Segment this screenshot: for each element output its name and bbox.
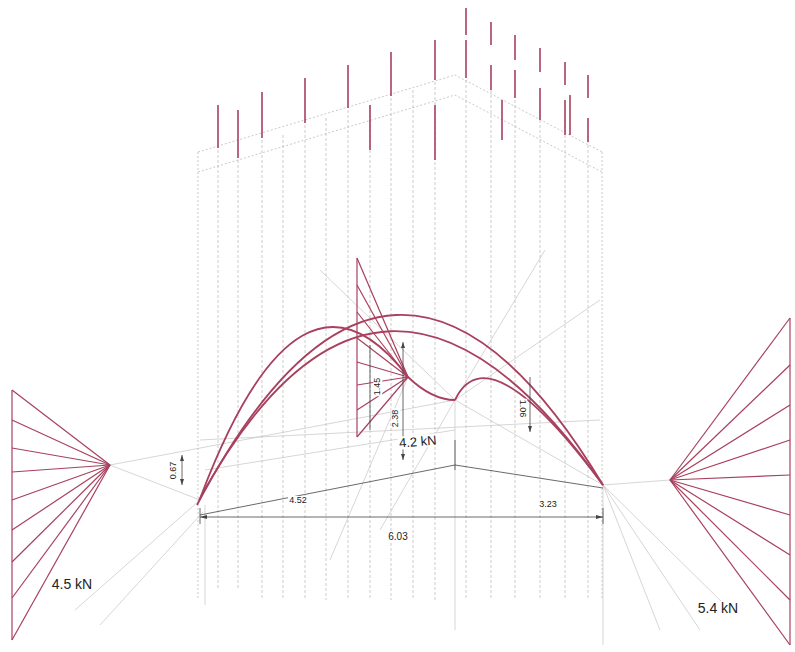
force-polygon: [357, 258, 408, 437]
force-label: 5.4 kN: [697, 601, 739, 615]
construction-lines: [75, 250, 730, 645]
dimension-label: 3.23: [538, 500, 558, 509]
force-polygon: [670, 318, 790, 645]
dimension-label: 6.03: [387, 532, 408, 542]
load-ticks: [218, 8, 588, 160]
funicular-arch: [197, 315, 603, 505]
dimension-label: 0.67: [170, 460, 179, 480]
force-label: 4.5 kN: [51, 577, 93, 591]
load-lines: [218, 80, 588, 600]
dimension-label: 1.45: [374, 376, 383, 396]
dimension-label: 2.38: [392, 408, 401, 428]
roof-outline: [198, 75, 602, 600]
dimension-label: 1.06: [519, 398, 528, 418]
force-label: 4.2 kN: [398, 433, 439, 449]
force-polygon: [12, 390, 110, 640]
dimension-arrows: [180, 342, 603, 519]
dimension-lines: [182, 342, 603, 524]
dimension-label: 4.52: [288, 496, 308, 505]
